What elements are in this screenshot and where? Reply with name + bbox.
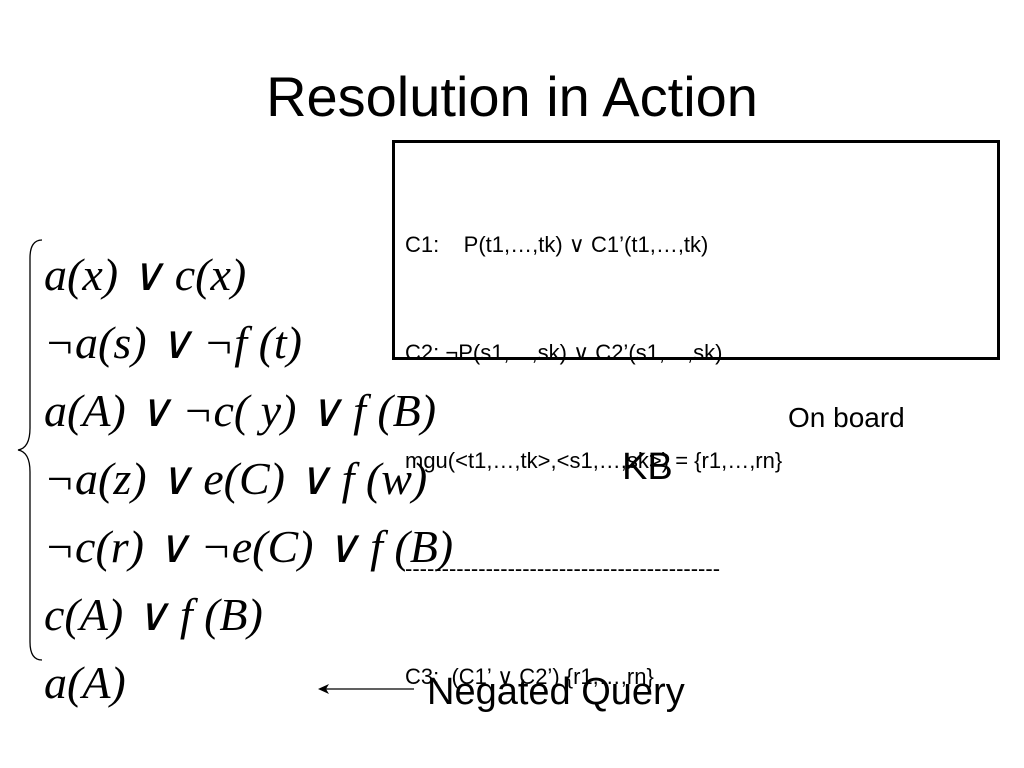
kb-brace-icon xyxy=(17,239,43,661)
kb-label: KB xyxy=(622,446,673,488)
rule-line-c1: C1: P(t1,…,tk) ∨ C1’(t1,…,tk) xyxy=(405,232,709,257)
rule-divider-line: ----------------------------------------… xyxy=(405,556,721,581)
on-board-note: On board xyxy=(788,402,905,433)
slide-title: Resolution in Action xyxy=(266,65,758,128)
rule-line-c2: C2: ¬P(s1,…,sk) ∨ C2’(s1,…,sk) xyxy=(405,340,723,365)
resolution-rule-box: C1: P(t1,…,tk) ∨ C1’(t1,…,tk) C2: ¬P(s1,… xyxy=(392,140,1000,689)
rule-line-c3: C3: (C1’ ∨ C2’) {r1,…,rn} xyxy=(405,664,654,689)
arrow-left-icon xyxy=(318,684,414,694)
kb-clause: ¬c(r) ∨ ¬e(C) ∨ f (B) xyxy=(44,521,454,572)
kb-clause: a(x) ∨ c(x) xyxy=(44,249,247,300)
negated-query-label: Negated Query xyxy=(427,671,685,713)
kb-clause: a(A) ∨ ¬c( y) ∨ f (B) xyxy=(44,385,437,436)
kb-clause-list: a(x) ∨ c(x) ¬a(s) ∨ ¬f (t) a(A) ∨ ¬c( y)… xyxy=(44,245,453,721)
kb-clause: c(A) ∨ f (B) xyxy=(44,589,263,640)
query-clause: a(A) xyxy=(44,657,126,708)
kb-clause: ¬a(z) ∨ e(C) ∨ f (w) xyxy=(44,453,428,504)
kb-clause: ¬a(s) ∨ ¬f (t) xyxy=(44,317,302,368)
rule-line-mgu: mgu(<t1,…,tk>,<s1,…,sk>) = {r1,…,rn} xyxy=(405,448,783,473)
